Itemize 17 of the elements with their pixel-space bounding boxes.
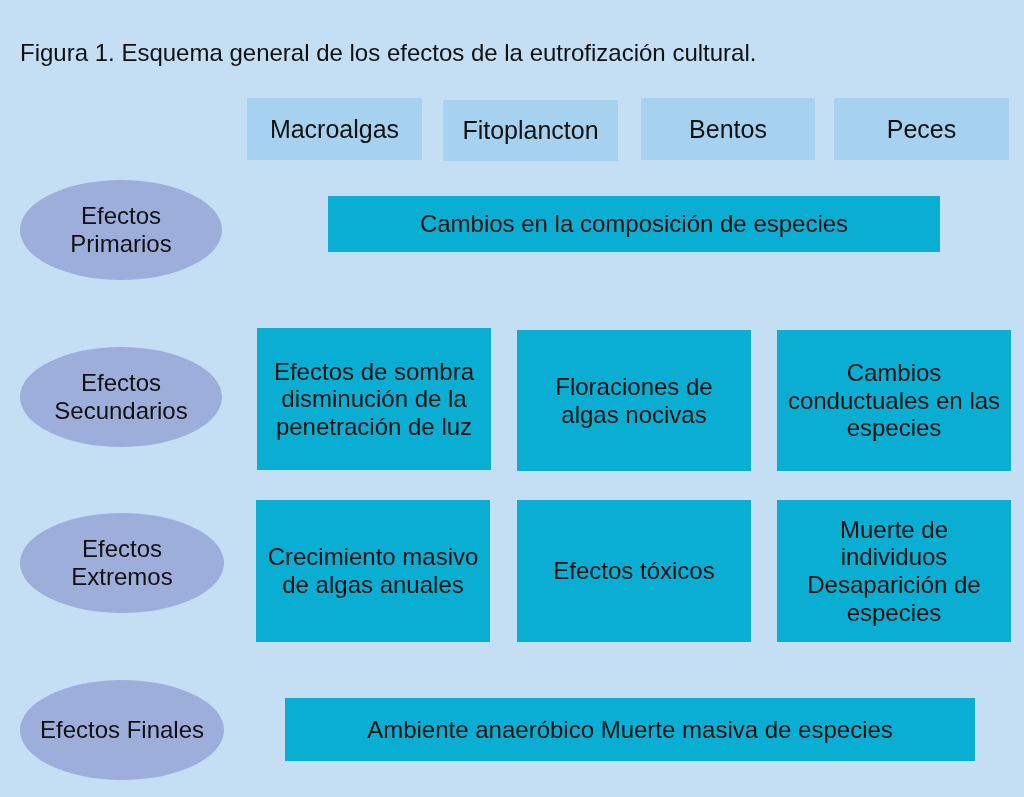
category-box: Macroalgas (247, 98, 422, 160)
category-box: Peces (834, 98, 1009, 160)
level-ellipse: Efectos Extremos (20, 513, 224, 613)
level-ellipse: Efectos Secundarios (20, 347, 222, 447)
effect-box: Ambiente anaeróbico Muerte masiva de especies (285, 698, 975, 761)
figure-title: Figura 1. Esquema general de los efectos de la eutrofización cultural. (20, 38, 757, 68)
effect-box: Efectos de sombra disminución de la penetración de luz (257, 328, 491, 470)
category-box: Fitoplancton (443, 100, 618, 161)
effect-box: Cambios en la composición de especies (328, 196, 940, 252)
effect-box: Cambios conductuales en las especies (777, 330, 1011, 471)
category-box: Bentos (641, 98, 815, 160)
effect-box: Crecimiento masivo de algas anuales (256, 500, 490, 642)
level-ellipse: Efectos Primarios (20, 180, 222, 280)
effect-box: Efectos tóxicos (517, 500, 751, 642)
effect-box: Floraciones de algas nocivas (517, 330, 751, 471)
effect-box: Muerte de individuos Desaparición de especies (777, 500, 1011, 642)
level-ellipse: Efectos Finales (20, 680, 224, 780)
